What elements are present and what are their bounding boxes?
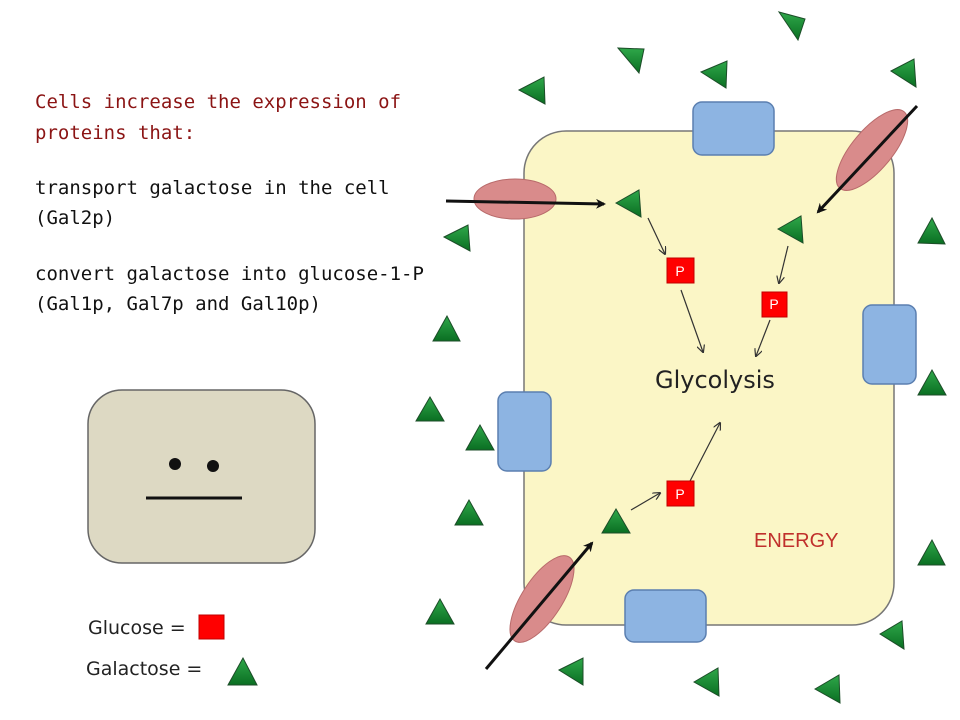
conversion-arrow-2 xyxy=(779,245,789,283)
galactose-triangle xyxy=(699,60,728,89)
membrane-channel-top xyxy=(692,101,775,156)
galactose-triangle xyxy=(776,215,804,244)
galactose-triangle xyxy=(813,674,841,704)
energy-label: ENERGY xyxy=(754,530,839,552)
galactose-triangle xyxy=(557,657,584,686)
legend-glucose-label: Glucose = xyxy=(88,617,186,639)
galactose-triangle xyxy=(432,314,461,342)
to-glycolysis-arrow-1 xyxy=(680,289,703,352)
glucose-legend-square-icon xyxy=(198,614,225,640)
galactose-triangle xyxy=(890,58,917,88)
galactose-triangle xyxy=(917,368,947,396)
galactose-triangle xyxy=(425,597,455,625)
galactose-triangle xyxy=(777,11,806,42)
face-eye-left xyxy=(169,458,181,470)
galactose-triangle xyxy=(465,423,495,451)
transport-arrow-bottom-left xyxy=(484,541,594,670)
galactose-triangles xyxy=(415,11,947,704)
intro-text-line-1: Cells increase the expression of xyxy=(35,91,402,113)
galactose-triangle xyxy=(614,189,642,218)
glycolysis-label: Glycolysis xyxy=(655,366,775,394)
transport-arrow-top-right xyxy=(816,104,919,214)
conversion-arrow-3 xyxy=(630,493,660,511)
to-glycolysis-arrow-3 xyxy=(688,423,720,484)
intro-text-line-2: proteins that: xyxy=(35,122,196,144)
galactose-triangle xyxy=(517,76,546,105)
glucose-phosphate-2: P xyxy=(761,291,788,318)
galactose-triangle xyxy=(692,667,720,697)
item1-line1: transport galactose in the cell xyxy=(35,177,390,199)
glucose-phosphate-1: P xyxy=(666,257,695,284)
galactose-triangle xyxy=(415,396,445,422)
galactose-triangle xyxy=(879,620,905,650)
phosphate-label: P xyxy=(675,486,684,502)
transporter-left xyxy=(473,178,557,220)
membrane-channel-left xyxy=(497,391,552,472)
galactose-triangle xyxy=(616,47,645,75)
galactose-triangle xyxy=(917,538,946,566)
glucose-phosphate-3: P xyxy=(666,480,695,507)
face-eye-right xyxy=(207,460,219,472)
to-glycolysis-arrow-2 xyxy=(756,319,771,356)
conversion-arrow-1 xyxy=(647,217,665,254)
phosphate-label: P xyxy=(675,263,684,279)
galactose-triangle xyxy=(454,498,484,526)
legend-galactose-label: Galactose = xyxy=(86,658,203,680)
transport-arrow-left xyxy=(445,198,606,209)
neutral-face-icon xyxy=(87,389,316,564)
membrane-channel-right xyxy=(862,304,917,385)
galactose-triangle xyxy=(442,224,471,252)
phosphate-label: P xyxy=(769,296,778,312)
galactose-triangle xyxy=(601,508,631,534)
galactose-legend-triangle-icon xyxy=(227,656,258,686)
membrane-channel-bottom xyxy=(624,589,707,643)
item2-line2: (Gal1p, Gal7p and Gal10p) xyxy=(35,293,321,315)
item1-line2: (Gal2p) xyxy=(35,207,116,229)
galactose-triangle xyxy=(917,216,946,245)
item2-line1: convert galactose into glucose-1-P xyxy=(35,263,424,285)
